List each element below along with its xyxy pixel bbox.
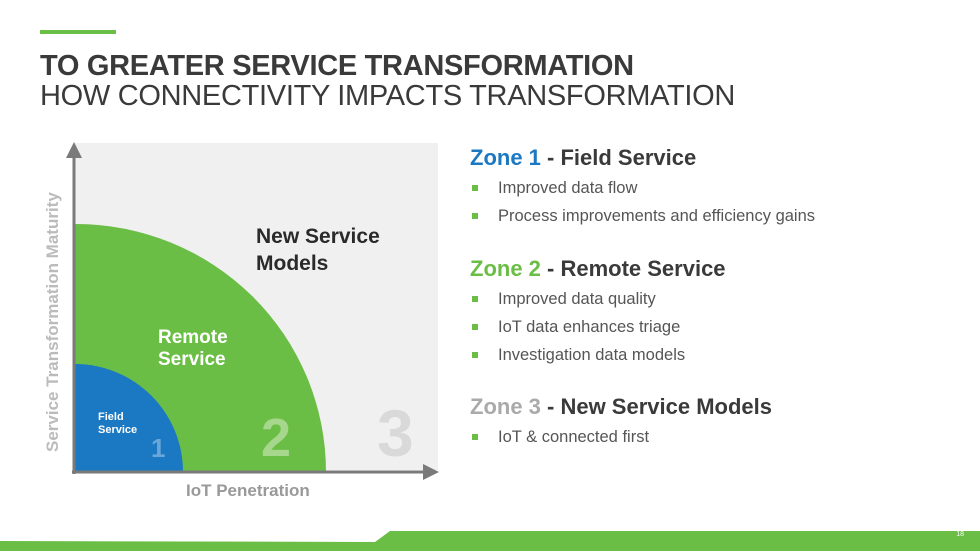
zone-2-label-line2: Service: [158, 349, 226, 370]
zone-1-label-line1: Field: [98, 411, 124, 423]
list-item: Improved data flow: [470, 174, 815, 202]
x-axis-label: IoT Penetration: [186, 481, 310, 500]
zone-1-section: Zone 1 - Field Service Improved data flo…: [470, 145, 815, 230]
list-item: Investigation data models: [470, 341, 726, 369]
list-item: IoT & connected first: [470, 423, 772, 451]
list-item: IoT data enhances triage: [470, 313, 726, 341]
zone-3-section: Zone 3 - New Service Models IoT & connec…: [470, 394, 772, 451]
zone-3-label-line1: New Service: [256, 225, 380, 248]
zone-2-section: Zone 2 - Remote Service Improved data qu…: [470, 256, 726, 369]
bullet-text: Improved data flow: [498, 178, 638, 197]
list-item: Process improvements and efficiency gain…: [470, 202, 815, 230]
y-axis-label: Service Transformation Maturity: [43, 192, 62, 452]
bullet-icon: [472, 296, 478, 302]
footer-bar: [0, 531, 980, 551]
zone-2-title: - Remote Service: [540, 256, 726, 281]
bullet-text: Improved data quality: [498, 289, 656, 308]
y-axis-arrow-icon: [66, 142, 82, 158]
zone-1-area: [75, 364, 183, 472]
page-title: TO GREATER SERVICE TRANSFORMATION: [40, 50, 634, 82]
zone-1-heading: Zone 1 - Field Service: [470, 145, 815, 171]
page-subtitle: HOW CONNECTIVITY IMPACTS TRANSFORMATION: [40, 80, 736, 112]
x-axis-arrow-icon: [423, 464, 439, 480]
zone-1-prefix: Zone 1: [470, 145, 541, 170]
bullet-text: Investigation data models: [498, 345, 686, 364]
page-number: 18: [956, 531, 964, 538]
zone-3-heading: Zone 3 - New Service Models: [470, 394, 772, 420]
bullet-icon: [472, 434, 478, 440]
zone-2-prefix: Zone 2: [470, 256, 541, 281]
zone-1-label-line2: Service: [98, 424, 137, 436]
list-item: Improved data quality: [470, 285, 726, 313]
zone-3-number: 3: [377, 396, 414, 470]
bullet-text: Process improvements and efficiency gain…: [498, 206, 816, 225]
zone-3-prefix: Zone 3: [470, 394, 541, 419]
accent-bar: [40, 30, 116, 34]
zone-diagram: Service Transformation Maturity IoT Pene…: [43, 142, 439, 500]
zone-2-label-line1: Remote: [158, 327, 228, 348]
bullet-icon: [472, 213, 478, 219]
bullet-icon: [472, 352, 478, 358]
bullet-icon: [472, 324, 478, 330]
zone-3-label-line2: Models: [256, 252, 328, 275]
bullet-text: IoT & connected first: [498, 427, 650, 446]
zone-1-number: 1: [151, 433, 165, 463]
zone-2-number: 2: [261, 408, 291, 468]
bullet-icon: [472, 185, 478, 191]
bullet-text: IoT data enhances triage: [498, 317, 681, 336]
zone-3-title: - New Service Models: [540, 394, 772, 419]
zone-2-heading: Zone 2 - Remote Service: [470, 256, 726, 282]
zone-1-title: - Field Service: [540, 145, 697, 170]
